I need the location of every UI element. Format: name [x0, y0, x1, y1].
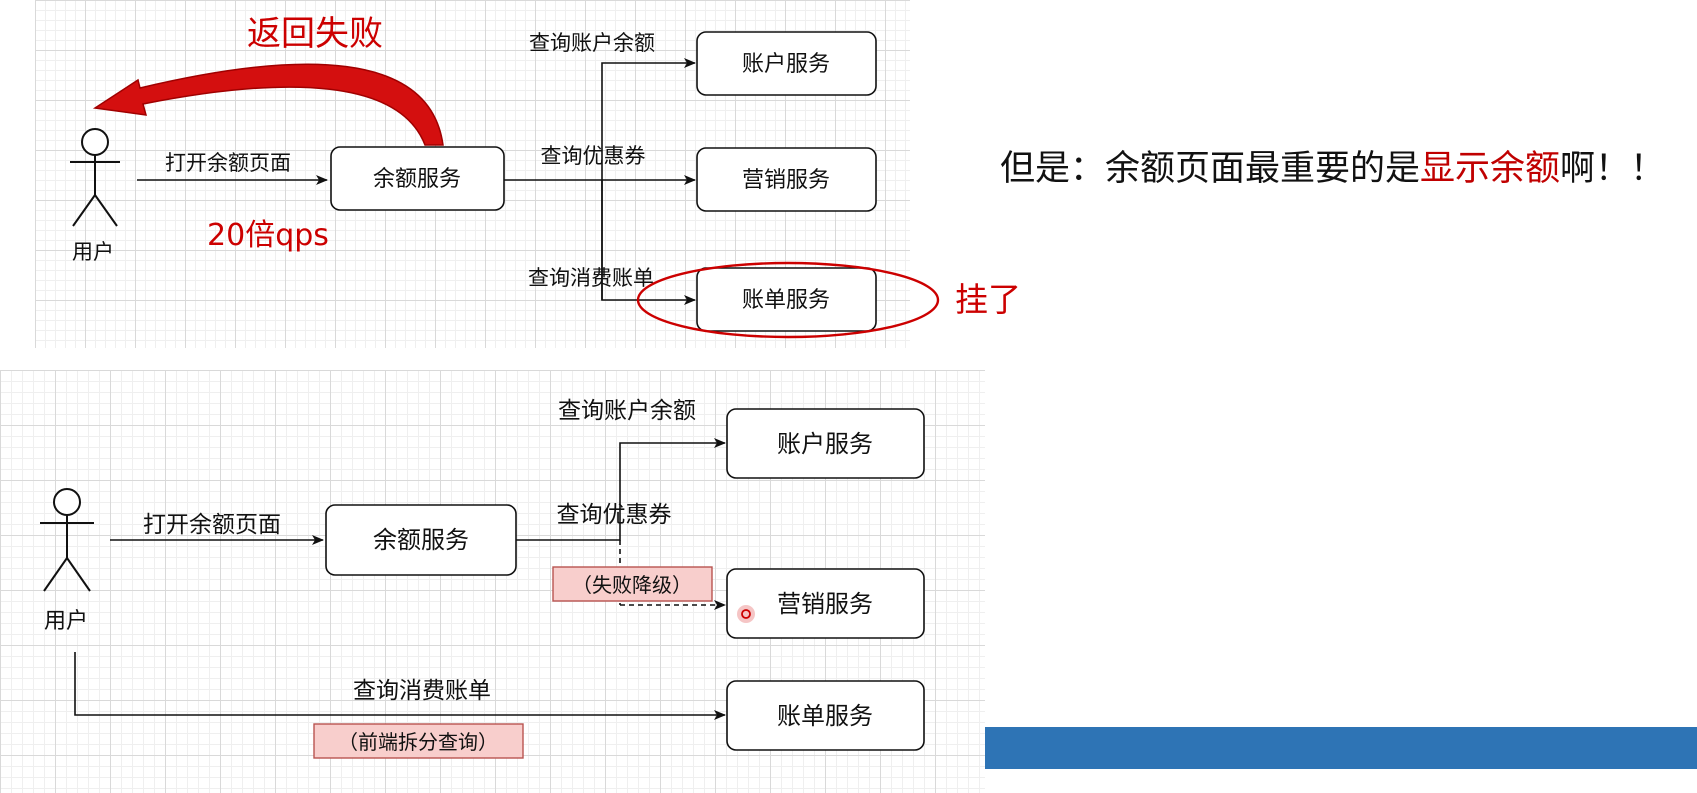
- frontend-split-tag: [313, 723, 524, 759]
- balance-service-label: 余额服务: [373, 167, 461, 192]
- bottom-marketing-service-box: [726, 568, 925, 639]
- bottom-account-service-label: 账户服务: [777, 430, 873, 458]
- bottom-user-stick-figure: [40, 488, 94, 592]
- blue-footer-bar: [985, 727, 1697, 769]
- account-service-box: [696, 31, 877, 96]
- query-coupon-label: 查询优惠券: [541, 144, 646, 168]
- failure-ellipse: [636, 261, 940, 339]
- bottom-query-bill-label: 查询消费账单: [353, 678, 491, 704]
- note-text-before: 但是：余额页面最重要的是: [1000, 149, 1421, 189]
- bottom-user-label: 用户: [44, 609, 88, 634]
- down-label: 挂了: [955, 280, 1021, 319]
- marketing-service-box: [696, 147, 877, 212]
- return-fail-arrow: [92, 63, 444, 146]
- balance-service-box: [330, 146, 505, 211]
- service-connectors: [504, 58, 696, 305]
- degrade-tag: [552, 566, 713, 602]
- bottom-query-coupon-label: 查询优惠券: [557, 502, 672, 528]
- bottom-open-page-label: 打开余额页面: [143, 512, 281, 538]
- note-text-after: 啊！！: [1560, 149, 1666, 189]
- account-service-label: 账户服务: [742, 52, 830, 77]
- return-fail-label: 返回失败: [247, 14, 383, 54]
- frontend-split-label: （前端拆分查询）: [338, 730, 498, 754]
- bottom-balance-service-label: 余额服务: [373, 526, 469, 554]
- bottom-marketing-service-label: 营销服务: [777, 590, 873, 618]
- bill-service-box: [696, 267, 877, 332]
- open-page-label: 打开余额页面: [165, 151, 291, 175]
- bottom-bill-service-box: [726, 680, 925, 751]
- note-highlight: 显示余额: [1420, 149, 1561, 189]
- query-balance-label: 查询账户余额: [529, 31, 655, 55]
- user-label: 用户: [72, 240, 114, 264]
- degrade-label: （失败降级）: [572, 573, 692, 597]
- bottom-bill-service-label: 账单服务: [777, 702, 873, 730]
- query-bill-label: 查询消费账单: [528, 266, 654, 290]
- bill-service-label: 账单服务: [742, 288, 830, 313]
- user-stick-figure: [70, 128, 120, 227]
- marketing-service-label: 营销服务: [742, 168, 830, 193]
- bottom-account-service-box: [726, 408, 925, 479]
- bottom-query-balance-label: 查询账户余额: [558, 398, 696, 424]
- importance-note: 但是：余额页面最重要的是显示余额啊！！: [1000, 140, 1665, 191]
- cursor-dot-icon: [737, 605, 755, 623]
- qps-label: 20倍qps: [207, 218, 329, 253]
